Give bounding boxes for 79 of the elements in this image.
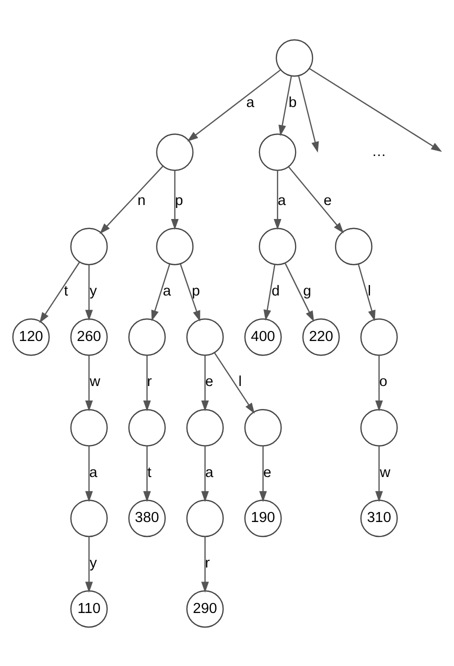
- node-circle: [334, 227, 372, 265]
- edge-label: y: [90, 554, 97, 571]
- arrow: [143, 445, 151, 502]
- edge-label: t: [147, 464, 152, 480]
- arrow: [187, 69, 281, 142]
- edge-label: n: [138, 192, 146, 208]
- edge-label: a: [278, 192, 286, 208]
- arrow: [85, 264, 93, 320]
- arrow: [85, 536, 93, 592]
- arrow: [85, 354, 93, 411]
- node-circle: [244, 408, 282, 446]
- edge-label: a: [246, 94, 254, 111]
- node-circle: [360, 318, 398, 356]
- edge-label: l: [238, 374, 242, 390]
- node-circle: 380: [128, 499, 166, 537]
- arrow: [309, 68, 442, 152]
- edge-label: b: [288, 94, 297, 111]
- edge-label: r: [205, 554, 210, 571]
- arrow: [284, 262, 314, 322]
- node-circle: 110: [70, 590, 108, 628]
- arrow: [39, 261, 80, 323]
- edge-label: t: [64, 283, 68, 300]
- edge-label: w: [90, 374, 100, 390]
- node-circle: 400: [244, 318, 282, 356]
- node-circle: [70, 408, 108, 446]
- arrow: [171, 170, 179, 230]
- edge-label: e: [263, 464, 272, 480]
- node-circle: 290: [186, 590, 224, 628]
- node-circle: [156, 227, 194, 265]
- arrow: [151, 264, 170, 321]
- node-circle: [70, 499, 108, 537]
- edge-label: w: [380, 464, 390, 480]
- node-circle: [128, 318, 166, 356]
- arrow: [201, 445, 209, 502]
- node-circle: [258, 227, 296, 265]
- arrow: [143, 354, 151, 411]
- arrow: [288, 166, 344, 233]
- node-circle: 220: [302, 318, 340, 356]
- edge-label: e: [205, 374, 214, 390]
- arrow: [201, 354, 209, 411]
- edge-label: d: [272, 283, 280, 300]
- edge-label: l: [368, 283, 372, 300]
- arrow: [358, 264, 376, 321]
- arrow: [274, 170, 282, 230]
- node-circle: 120: [12, 318, 50, 356]
- arrow: [214, 352, 255, 414]
- arrow: [100, 165, 164, 234]
- node-circle: [70, 227, 108, 265]
- arrow: [375, 354, 383, 411]
- arrow: [278, 75, 292, 136]
- arrow: [85, 445, 93, 502]
- arrow: [264, 264, 276, 320]
- node-circle: 260: [70, 318, 108, 356]
- arrow: [259, 445, 267, 502]
- edge-label: a: [89, 464, 98, 480]
- node-circle: 190: [244, 499, 282, 537]
- edge-label: a: [162, 283, 171, 300]
- edge-label: o: [379, 374, 388, 390]
- node-circle: [258, 133, 296, 170]
- edge-label: p: [175, 192, 184, 208]
- edge-label: e: [324, 192, 332, 208]
- node-circle: [186, 318, 224, 356]
- node-circle: [186, 408, 224, 446]
- label: …: [372, 143, 386, 160]
- node-circle: [186, 499, 224, 537]
- edge-label: p: [192, 283, 200, 300]
- arrow: [180, 263, 200, 322]
- arrow: [201, 536, 209, 592]
- node-circle: [128, 408, 166, 446]
- node-circle: [156, 133, 194, 170]
- edge-label: g: [303, 283, 312, 300]
- arrow: [298, 75, 319, 152]
- edge-label: y: [90, 283, 97, 300]
- node-circle: [276, 38, 314, 76]
- node-circle: 310: [360, 499, 398, 537]
- node-circle: [360, 408, 398, 446]
- edge-label: a: [205, 464, 214, 480]
- edge-label: r: [147, 374, 152, 390]
- arrow: [375, 445, 383, 502]
